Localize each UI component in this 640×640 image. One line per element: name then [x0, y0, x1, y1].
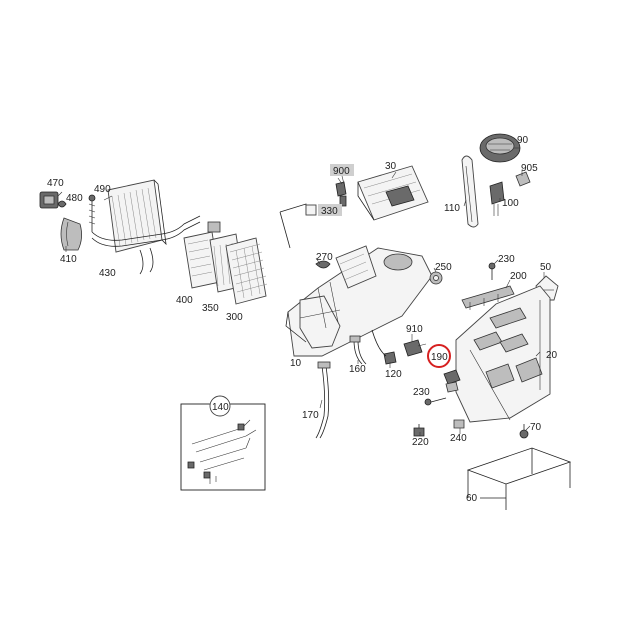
- callout-220: 220: [412, 437, 429, 448]
- callout-910: 910: [406, 324, 423, 335]
- part-490-screw: [88, 194, 96, 232]
- part-120-connector: [371, 329, 397, 365]
- callout-10: 10: [290, 358, 302, 369]
- callout-270: 270: [316, 252, 333, 263]
- callout-240: 240: [450, 433, 467, 444]
- part-330-leader: [279, 203, 317, 249]
- callout-100: 100: [502, 198, 519, 209]
- callout-140: 140: [212, 402, 229, 413]
- callout-430: 430: [99, 268, 116, 279]
- callout-330: 330: [321, 206, 338, 217]
- callout-90: 90: [517, 135, 529, 146]
- part-20-distribution-housing: [455, 285, 551, 423]
- part-30-control-unit: [357, 165, 429, 221]
- callout-300: 300: [226, 312, 243, 323]
- callout-20: 20: [546, 350, 558, 361]
- part-480-seal: [57, 200, 67, 208]
- callout-170: 170: [302, 410, 319, 421]
- part-910-sensor: [403, 339, 427, 357]
- callout-350: 350: [202, 303, 219, 314]
- callout-470: 470: [47, 178, 64, 189]
- callout-400: 400: [176, 295, 193, 306]
- part-90-blower-motor: [479, 133, 521, 163]
- part-190-actuator: [443, 369, 461, 393]
- part-410-bracket: [60, 217, 82, 251]
- callout-410: 410: [60, 254, 77, 265]
- highlight-circle: [427, 344, 451, 368]
- part-230-screw-top: [488, 262, 496, 280]
- part-230-screw-bottom: [424, 397, 447, 406]
- part-10-housing: [285, 245, 433, 357]
- callout-330-bg: [318, 204, 342, 216]
- callout-160: 160: [349, 364, 366, 375]
- part-110-duct: [461, 155, 479, 228]
- callout-230-bottom: 230: [413, 387, 430, 398]
- callout-490: 490: [94, 184, 111, 195]
- callout-480: 480: [66, 193, 83, 204]
- callout-70: 70: [530, 422, 542, 433]
- callout-110: 110: [444, 203, 460, 214]
- part-430-evaporator: [107, 179, 167, 253]
- part-70-screw: [519, 424, 529, 439]
- part-905-resistor: [515, 171, 531, 187]
- callout-200: 200: [510, 271, 527, 282]
- part-140-wiring-box: [180, 403, 266, 491]
- part-100-motor-ctrl: [489, 181, 505, 216]
- part-200-bracket: [461, 285, 515, 310]
- callout-905: 905: [521, 163, 538, 174]
- part-pipes: [91, 215, 221, 275]
- callout-140-circle: [209, 395, 231, 417]
- part-160-hose: [349, 335, 367, 365]
- leader-lines: [57, 147, 545, 436]
- part-250-grommet: [429, 271, 443, 285]
- callout-50: 50: [540, 262, 552, 273]
- callout-230-top: 230: [498, 254, 515, 265]
- callout-250: 250: [435, 262, 452, 273]
- part-470-clip: [39, 191, 59, 209]
- part-220-screw: [413, 424, 425, 437]
- callout-30: 30: [385, 161, 397, 172]
- part-240-clip: [453, 419, 465, 429]
- callout-60: 60: [466, 493, 478, 504]
- callout-190: 190: [431, 352, 448, 363]
- part-60-panel: [466, 447, 572, 510]
- part-170-drain-hose: [315, 361, 331, 439]
- part-900-connectors: [330, 164, 354, 207]
- callout-120: 120: [385, 369, 402, 380]
- callout-900: 900: [333, 166, 350, 177]
- part-300-filter: [225, 237, 268, 305]
